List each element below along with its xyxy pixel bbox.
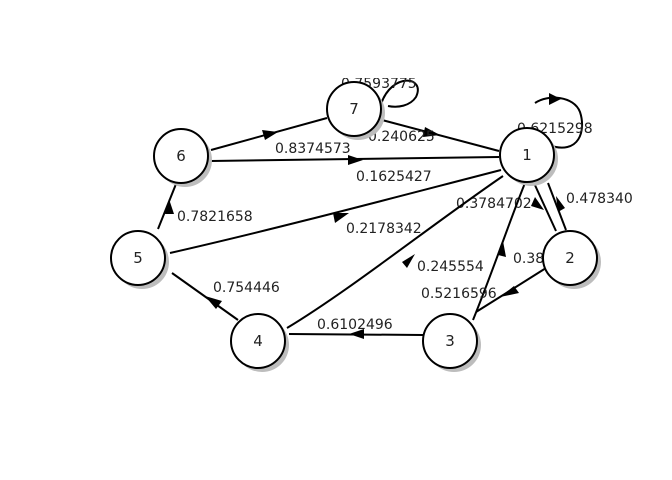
edge-6-7: 0.8374573 bbox=[210, 117, 351, 157]
node-4: 4 bbox=[230, 313, 289, 372]
node-6: 6 bbox=[153, 128, 212, 187]
edge-4-5: 0.754446 bbox=[171, 272, 280, 321]
edge-label-7-1: 0.240625 bbox=[368, 129, 435, 145]
edge-label-6-7: 0.8374573 bbox=[275, 141, 351, 157]
edge-5-1: 0.2178342 bbox=[169, 169, 502, 254]
edge-2-1: 0.478340 bbox=[547, 182, 633, 231]
edge-2-3: 0.5216596 bbox=[421, 267, 547, 313]
node-5: 5 bbox=[110, 230, 169, 289]
node-1: 1 bbox=[499, 127, 558, 186]
svg-text:1: 1 bbox=[522, 146, 532, 164]
edge-7-1: 0.240625 bbox=[368, 119, 500, 152]
edge-label-1-2: 0.3784702 bbox=[456, 196, 532, 212]
svg-text:5: 5 bbox=[133, 249, 143, 267]
edge-6-1: 0.1625427 bbox=[210, 155, 500, 185]
node-7: 7 bbox=[326, 81, 385, 140]
edge-3-4: 0.6102496 bbox=[288, 317, 424, 339]
edge-label-4-1: 0.245554 bbox=[417, 259, 484, 275]
edge-label-1-3: 0.38 bbox=[513, 251, 544, 267]
svg-text:7: 7 bbox=[349, 100, 359, 118]
svg-text:3: 3 bbox=[445, 332, 455, 350]
edge-label-5-1: 0.2178342 bbox=[346, 221, 422, 237]
svg-text:2: 2 bbox=[565, 249, 575, 267]
edge-label-2-1: 0.478340 bbox=[566, 191, 633, 207]
edge-label-2-3: 0.5216596 bbox=[421, 286, 497, 302]
edge-5-6: 0.7821658 bbox=[157, 183, 253, 230]
edge-label-4-5: 0.754446 bbox=[213, 280, 280, 296]
edge-1-3: 0.38 bbox=[472, 182, 544, 321]
edge-4-1: 0.245554 bbox=[286, 175, 504, 329]
node-3: 3 bbox=[422, 313, 481, 372]
edge-label-3-4: 0.6102496 bbox=[317, 317, 393, 333]
edge-label-5-6: 0.7821658 bbox=[177, 209, 253, 225]
svg-text:6: 6 bbox=[176, 147, 186, 165]
svg-text:4: 4 bbox=[253, 332, 263, 350]
edge-1-2: 0.3784702 bbox=[456, 182, 557, 232]
edge-label-6-1: 0.1625427 bbox=[356, 169, 432, 185]
node-2: 2 bbox=[542, 230, 601, 289]
